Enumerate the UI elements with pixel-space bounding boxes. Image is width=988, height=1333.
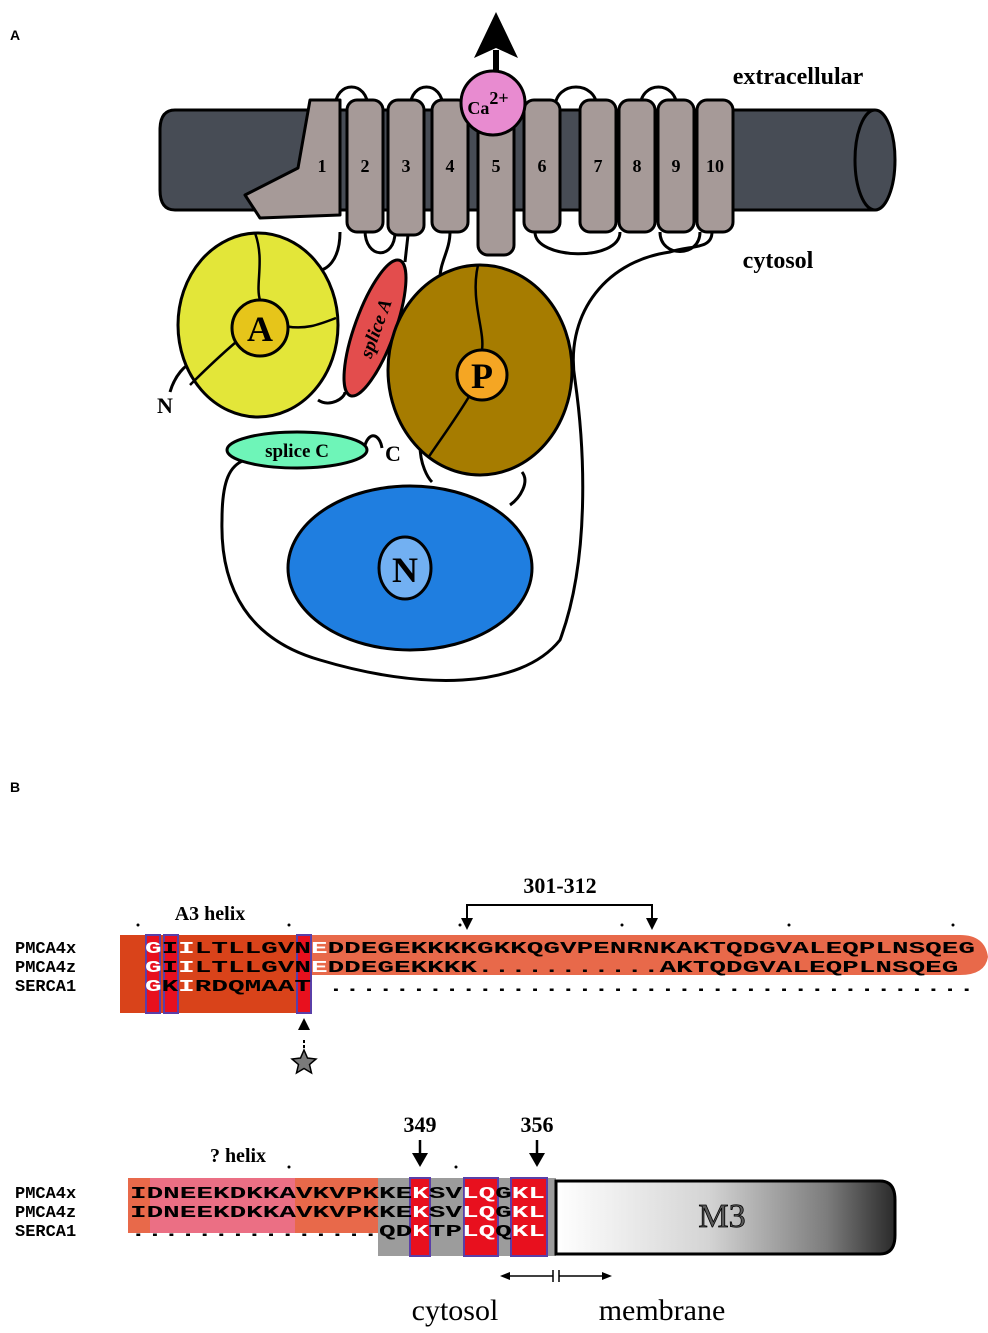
- sequence-name-pmca4z: PMCA4z: [15, 959, 76, 978]
- sequence-name-serca1: SERCA1: [15, 978, 76, 997]
- cytosol-label-a: cytosol: [743, 248, 814, 274]
- panel-a-label: A: [10, 27, 20, 43]
- helix-8: 8: [617, 98, 657, 234]
- svg-text:1: 1: [318, 156, 327, 176]
- calcium-ion: Ca2+: [459, 69, 527, 137]
- svg-text:9: 9: [672, 156, 681, 176]
- range-301-312-label: 301-312: [523, 873, 596, 898]
- transmembrane-helices: 1 2 3 4 5 6 7 8: [243, 98, 735, 257]
- helix-4: 4: [430, 98, 470, 234]
- calcium-efflux-arrow: [474, 12, 518, 75]
- svg-text:splice C: splice C: [265, 441, 329, 462]
- sequence-name-serca1: SERCA1: [15, 1223, 76, 1242]
- svg-text:3: 3: [402, 156, 411, 176]
- ruler-dots-2: [287, 1165, 458, 1169]
- a3-helix-label: A3 helix: [175, 903, 246, 925]
- helix-10: 10: [695, 98, 735, 234]
- splice-a-region: splice A: [342, 258, 408, 398]
- svg-text:A: A: [247, 309, 273, 349]
- membrane-label-b: membrane: [599, 1294, 726, 1327]
- svg-text:M3: M3: [698, 1198, 745, 1235]
- cytosol-label-b: cytosol: [412, 1294, 499, 1327]
- range-bracket: [461, 904, 658, 930]
- sequence-name-pmca4z: PMCA4z: [15, 1204, 76, 1223]
- svg-text:10: 10: [706, 156, 724, 176]
- n-domain: N: [286, 484, 534, 652]
- extracellular-label: extracellular: [733, 64, 864, 90]
- helix-5: 5: [476, 98, 516, 257]
- helix-7: 7: [578, 98, 618, 234]
- svg-text:5: 5: [492, 156, 501, 176]
- helix-6: 6: [522, 98, 562, 234]
- svg-text:N: N: [392, 550, 418, 590]
- sequence-name-pmca4x: PMCA4x: [15, 940, 76, 959]
- helix-9: 9: [656, 98, 696, 234]
- a-domain: A: [176, 231, 340, 419]
- residue-arrows: [412, 1140, 545, 1167]
- splice-c-region: splice C: [225, 430, 369, 470]
- panel-b-label: B: [10, 779, 20, 795]
- helix-3: 3: [386, 98, 426, 237]
- svg-text:P: P: [471, 356, 493, 396]
- sequence-name-pmca4x: PMCA4x: [15, 1185, 76, 1204]
- residue-349-label: 349: [404, 1112, 437, 1137]
- boundary-arrows: [500, 1270, 612, 1282]
- m3-helix: M3: [554, 1179, 897, 1256]
- svg-text:6: 6: [538, 156, 547, 176]
- conserved-boxes-2: [409, 1177, 548, 1257]
- q-helix-label: ? helix: [210, 1145, 266, 1167]
- star-marker: [290, 1018, 318, 1075]
- conserved-boxes-1: [145, 934, 312, 1014]
- n-terminus-label: N: [157, 393, 173, 418]
- c-terminus-label: C: [385, 441, 401, 466]
- svg-text:2: 2: [361, 156, 370, 176]
- ruler-dots-1: [136, 923, 955, 927]
- svg-text:Ca2+: Ca2+: [467, 88, 508, 118]
- svg-text:4: 4: [446, 156, 455, 176]
- p-domain: P: [386, 263, 574, 477]
- svg-text:8: 8: [633, 156, 642, 176]
- helix-2: 2: [345, 98, 385, 234]
- residue-356-label: 356: [521, 1112, 554, 1137]
- svg-text:7: 7: [594, 156, 603, 176]
- helix-1: 1: [243, 98, 342, 220]
